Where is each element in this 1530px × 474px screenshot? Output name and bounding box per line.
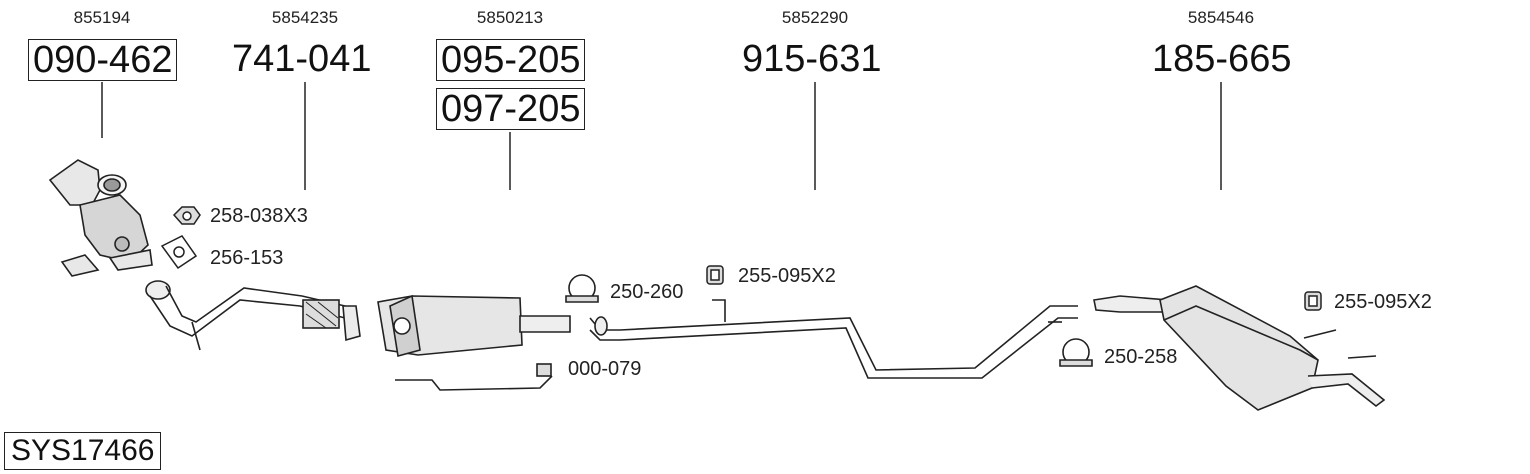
nut-icon: [172, 206, 201, 225]
accessory-label-clamp-front: 250-260: [610, 281, 684, 303]
accessory-label-nut: 258-038X3: [210, 205, 308, 227]
accessory-label-rubber-mount-mid: 255-095X2: [738, 265, 836, 287]
middle-pipe-drawing: [589, 299, 1078, 379]
oem-number-rear-silencer: 5854546: [1187, 8, 1255, 27]
clamp-icon-rear: [1059, 338, 1093, 367]
part-number-rear-silencer: 185-665: [1152, 38, 1292, 80]
accessory-label-rubber-mount-rear: 255-095X2: [1334, 291, 1432, 313]
part-number-filter-alt: 097-205: [436, 88, 586, 130]
oem-number-middle-pipe: 5852290: [781, 8, 849, 27]
part-number-front-pipe: 741-041: [232, 38, 372, 80]
oem-number-front-pipe: 5854235: [271, 8, 339, 27]
rubber-mount-icon-mid: [706, 265, 724, 285]
gasket-icon: [160, 235, 198, 270]
particulate-filter-drawing: [377, 294, 571, 391]
part-number-filter: 095-205: [436, 39, 586, 81]
part-number-catalyst: 090-462: [28, 39, 178, 81]
front-pipe-drawing: [145, 280, 361, 351]
part-number-middle-pipe: 915-631: [742, 38, 882, 80]
oem-number-catalyst: 855194: [73, 8, 131, 27]
clamp-icon-front: [565, 274, 599, 303]
accessory-label-clamp-rear: 250-258: [1104, 346, 1178, 368]
catalytic-converter-drawing: [48, 159, 153, 277]
oem-number-filter: 5850213: [476, 8, 544, 27]
rear-silencer-drawing: [1093, 285, 1386, 411]
rubber-mount-icon-rear: [1304, 291, 1322, 311]
system-code-label: SYS17466: [4, 432, 162, 470]
accessory-label-sensor: 000-079: [568, 358, 642, 380]
accessory-label-gasket: 256-153: [210, 247, 284, 269]
